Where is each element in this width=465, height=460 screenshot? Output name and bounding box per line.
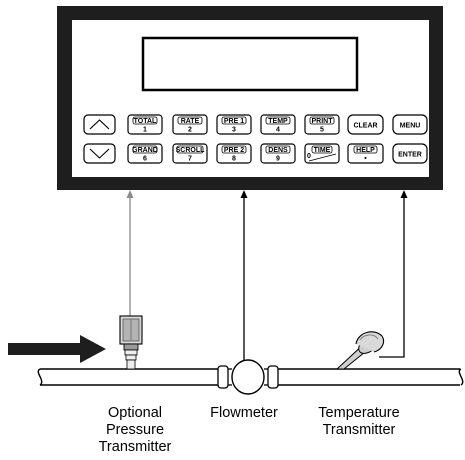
instrument-panel	[57, 6, 443, 190]
scroll-key-label: SCROLL	[176, 147, 206, 154]
pressure-caption-line1: Optional	[108, 405, 162, 421]
temp-key-label: TEMP	[268, 118, 288, 125]
menu-key-label: MENU	[400, 123, 421, 130]
time-key-label: TIME	[314, 147, 331, 154]
flow-direction-arrow-icon	[8, 335, 106, 363]
pipe-break-left-icon	[37, 368, 43, 386]
pre2-key-label: PRE 2	[224, 147, 244, 154]
signal-lines	[126, 190, 408, 360]
captions: Optional Pressure Transmitter Flowmeter …	[99, 405, 400, 455]
clear-key[interactable]: CLEAR	[347, 114, 384, 135]
pipe-break-right-icon	[458, 368, 464, 386]
temperature-signal-arrow-icon	[400, 190, 408, 198]
total-key-label: TOTAL	[134, 118, 157, 125]
pre2-key-number: 8	[232, 156, 236, 163]
help-key-label: HELP	[356, 147, 375, 154]
pre1-key-label: PRE 1	[224, 118, 244, 125]
grand-key[interactable]: GRAND 6	[127, 143, 163, 164]
pressure-transmitter-icon	[119, 315, 143, 370]
menu-key[interactable]: MENU	[392, 114, 428, 135]
help-key[interactable]: HELP •	[347, 143, 384, 164]
temperature-transmitter-icon	[335, 331, 385, 370]
pre1-key[interactable]: PRE 1 3	[216, 114, 252, 135]
rate-key-number: 2	[188, 127, 192, 134]
print-key-label: PRINT	[312, 118, 334, 125]
flowmeter-caption: Flowmeter	[210, 405, 278, 421]
flowmeter-signal-arrow-icon	[240, 190, 248, 198]
total-key-number: 1	[143, 127, 147, 134]
temperature-caption-line2: Transmitter	[323, 422, 396, 438]
rate-key-label: RATE	[181, 118, 200, 125]
temp-key-number: 4	[276, 127, 280, 134]
rate-key[interactable]: RATE 2	[172, 114, 208, 135]
enter-key-label: ENTER	[398, 152, 422, 159]
temperature-signal-line	[379, 197, 405, 358]
pre2-key[interactable]: PRE 2 8	[216, 143, 252, 164]
dens-key-label: DENS	[268, 147, 288, 154]
pressure-caption-line3: Transmitter	[99, 439, 172, 455]
grand-key-number: 6	[143, 156, 147, 163]
temp-key[interactable]: TEMP 4	[260, 114, 296, 135]
up-arrow-icon	[89, 119, 110, 130]
grand-key-label: GRAND	[132, 147, 158, 154]
pressure-signal-arrow-icon	[126, 190, 134, 198]
down-arrow-key[interactable]	[83, 143, 116, 164]
time-key-number: 0	[307, 153, 311, 160]
clear-key-label: CLEAR	[353, 123, 377, 130]
print-key[interactable]: PRINT 5	[304, 114, 340, 135]
up-arrow-key[interactable]	[83, 114, 116, 135]
flowmeter-icon	[217, 359, 279, 395]
time-key-ramp-icon	[308, 153, 337, 162]
scroll-key-number: 7	[188, 156, 192, 163]
dens-key-number: 9	[276, 156, 280, 163]
down-arrow-icon	[89, 148, 110, 159]
print-key-number: 5	[320, 127, 324, 134]
lcd-display	[141, 36, 359, 92]
scroll-key[interactable]: SCROLL 7	[172, 143, 208, 164]
help-key-number: •	[364, 156, 367, 163]
pre1-key-number: 3	[232, 127, 236, 134]
dens-key[interactable]: DENS 9	[260, 143, 296, 164]
keypad: TOTAL 1 RATE 2 PRE 1 3 TEMP 4 PRINT 5	[83, 114, 428, 164]
time-key[interactable]: TIME 0	[304, 143, 340, 164]
total-key[interactable]: TOTAL 1	[127, 114, 163, 135]
temperature-caption-line1: Temperature	[318, 405, 399, 421]
enter-key[interactable]: ENTER	[392, 143, 428, 164]
pressure-caption-line2: Pressure	[106, 422, 164, 438]
